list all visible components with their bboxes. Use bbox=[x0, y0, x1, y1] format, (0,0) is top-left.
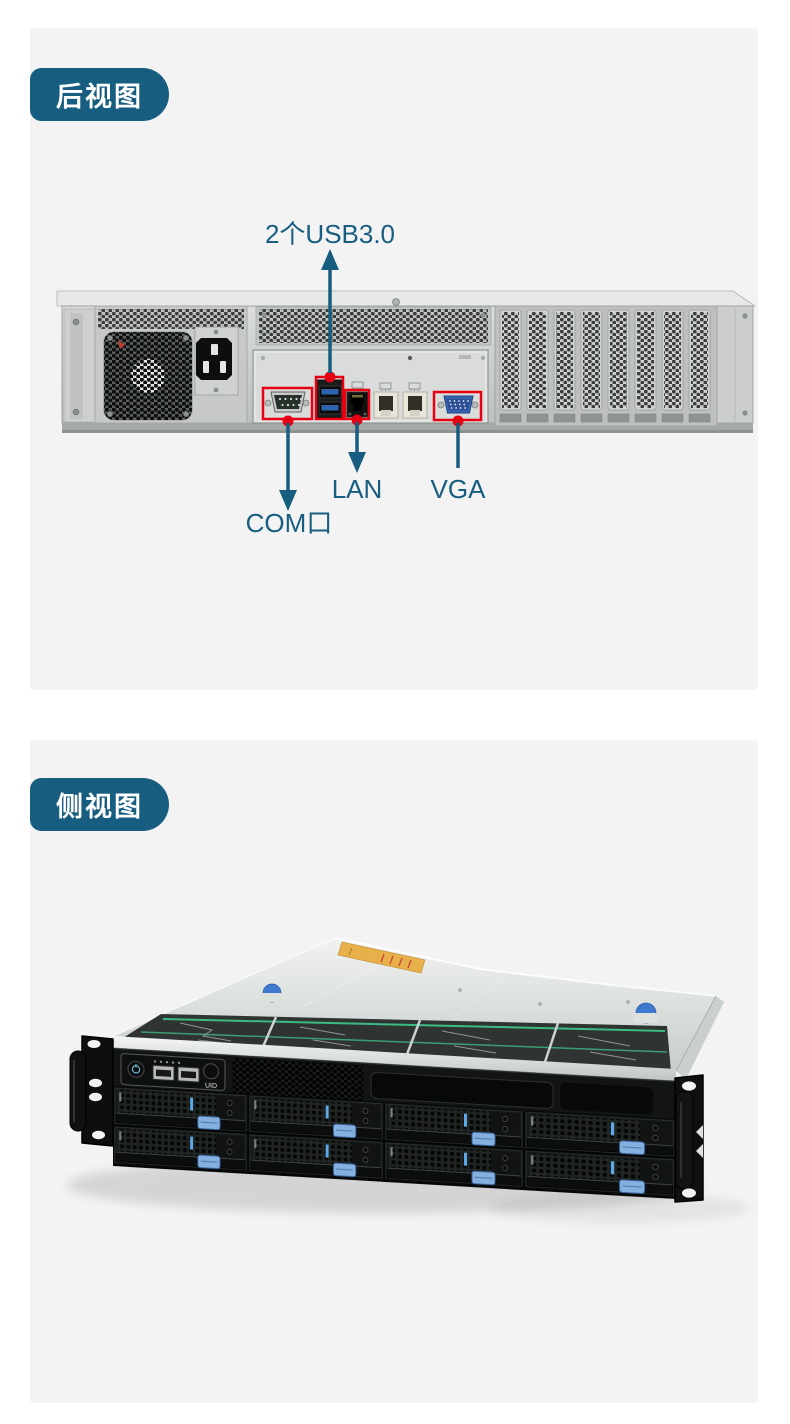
screw bbox=[392, 298, 400, 306]
drive-tray bbox=[383, 1101, 525, 1150]
drive-tray bbox=[112, 1085, 249, 1133]
front-face: UID bbox=[112, 1048, 677, 1200]
drive-tray bbox=[247, 1132, 385, 1180]
thumb-clip bbox=[260, 983, 283, 1003]
arrow-up-icon bbox=[321, 249, 339, 270]
side-view-badge-label: 侧视图 bbox=[56, 792, 143, 822]
front-slim-bay bbox=[370, 1071, 554, 1109]
top-panel bbox=[112, 937, 719, 1072]
mount-hole bbox=[89, 1078, 102, 1088]
drive-tray bbox=[112, 1124, 249, 1172]
chassis-right-end bbox=[716, 305, 754, 424]
com-annotation-label: COM口 bbox=[246, 508, 333, 538]
front-top-strip bbox=[113, 1036, 676, 1081]
front-recess bbox=[560, 1082, 653, 1115]
usb-callout-dot bbox=[324, 371, 336, 383]
psu-module bbox=[94, 305, 248, 424]
side-view-badge: 侧视图 bbox=[30, 778, 169, 831]
side-server: UID bbox=[67, 937, 750, 1223]
com-port bbox=[264, 391, 310, 413]
io-plate bbox=[252, 349, 489, 424]
thumb-clip bbox=[633, 1002, 658, 1024]
mount-hole bbox=[682, 1188, 696, 1198]
com-callout-dot bbox=[282, 415, 294, 427]
drive-tray bbox=[247, 1093, 385, 1141]
status-leds bbox=[153, 1060, 181, 1065]
mount-hole bbox=[87, 1040, 101, 1048]
arrow-down-icon bbox=[279, 490, 297, 511]
expansion-slots bbox=[494, 305, 718, 427]
vga-callout-dot bbox=[452, 415, 464, 427]
vga-annotation-label: VGA bbox=[431, 474, 487, 504]
rear-view-badge: 后视图 bbox=[30, 68, 169, 121]
warning-sticker bbox=[337, 941, 426, 974]
uid-label: UID bbox=[205, 1082, 217, 1090]
usb3-ports bbox=[316, 379, 344, 419]
chassis-top-lip bbox=[56, 290, 757, 307]
rear-view-badge-label: 后视图 bbox=[56, 82, 143, 112]
lan-annotation-label: LAN bbox=[332, 474, 383, 504]
rj45-port bbox=[373, 382, 399, 419]
usb-annotation-label: 2个USB3.0 bbox=[265, 219, 395, 249]
uid-button bbox=[202, 1063, 220, 1080]
rear-view-figure: 2个USB3.0 COM口 LAN VGA bbox=[56, 219, 757, 538]
rj45-port bbox=[402, 382, 428, 419]
lan-callout-dot bbox=[351, 414, 363, 426]
arrow-down-icon bbox=[348, 452, 366, 473]
front-control-panel: UID bbox=[120, 1053, 226, 1091]
rack-ear-left bbox=[69, 1035, 114, 1147]
io-vent-band bbox=[255, 306, 492, 346]
rear-annotations: 2个USB3.0 COM口 LAN VGA bbox=[246, 219, 486, 538]
lan-port bbox=[346, 381, 369, 418]
mount-hole bbox=[92, 1130, 105, 1140]
chassis-left-bracket bbox=[63, 308, 96, 423]
power-button bbox=[127, 1060, 145, 1078]
mount-hole bbox=[89, 1092, 102, 1102]
red-mark bbox=[118, 340, 125, 349]
ear-handle bbox=[69, 1050, 87, 1132]
rack-ear-right bbox=[674, 1074, 704, 1203]
mount-hole bbox=[682, 1081, 696, 1091]
ac-power-inlet bbox=[194, 326, 239, 396]
side-view-figure: UID bbox=[67, 937, 750, 1223]
rear-chassis bbox=[56, 290, 757, 433]
instruction-labels bbox=[118, 1014, 671, 1072]
ear-handle bbox=[675, 1090, 694, 1190]
vga-port bbox=[437, 395, 479, 414]
drive-tray bbox=[383, 1140, 525, 1189]
right-side-face bbox=[676, 996, 724, 1079]
